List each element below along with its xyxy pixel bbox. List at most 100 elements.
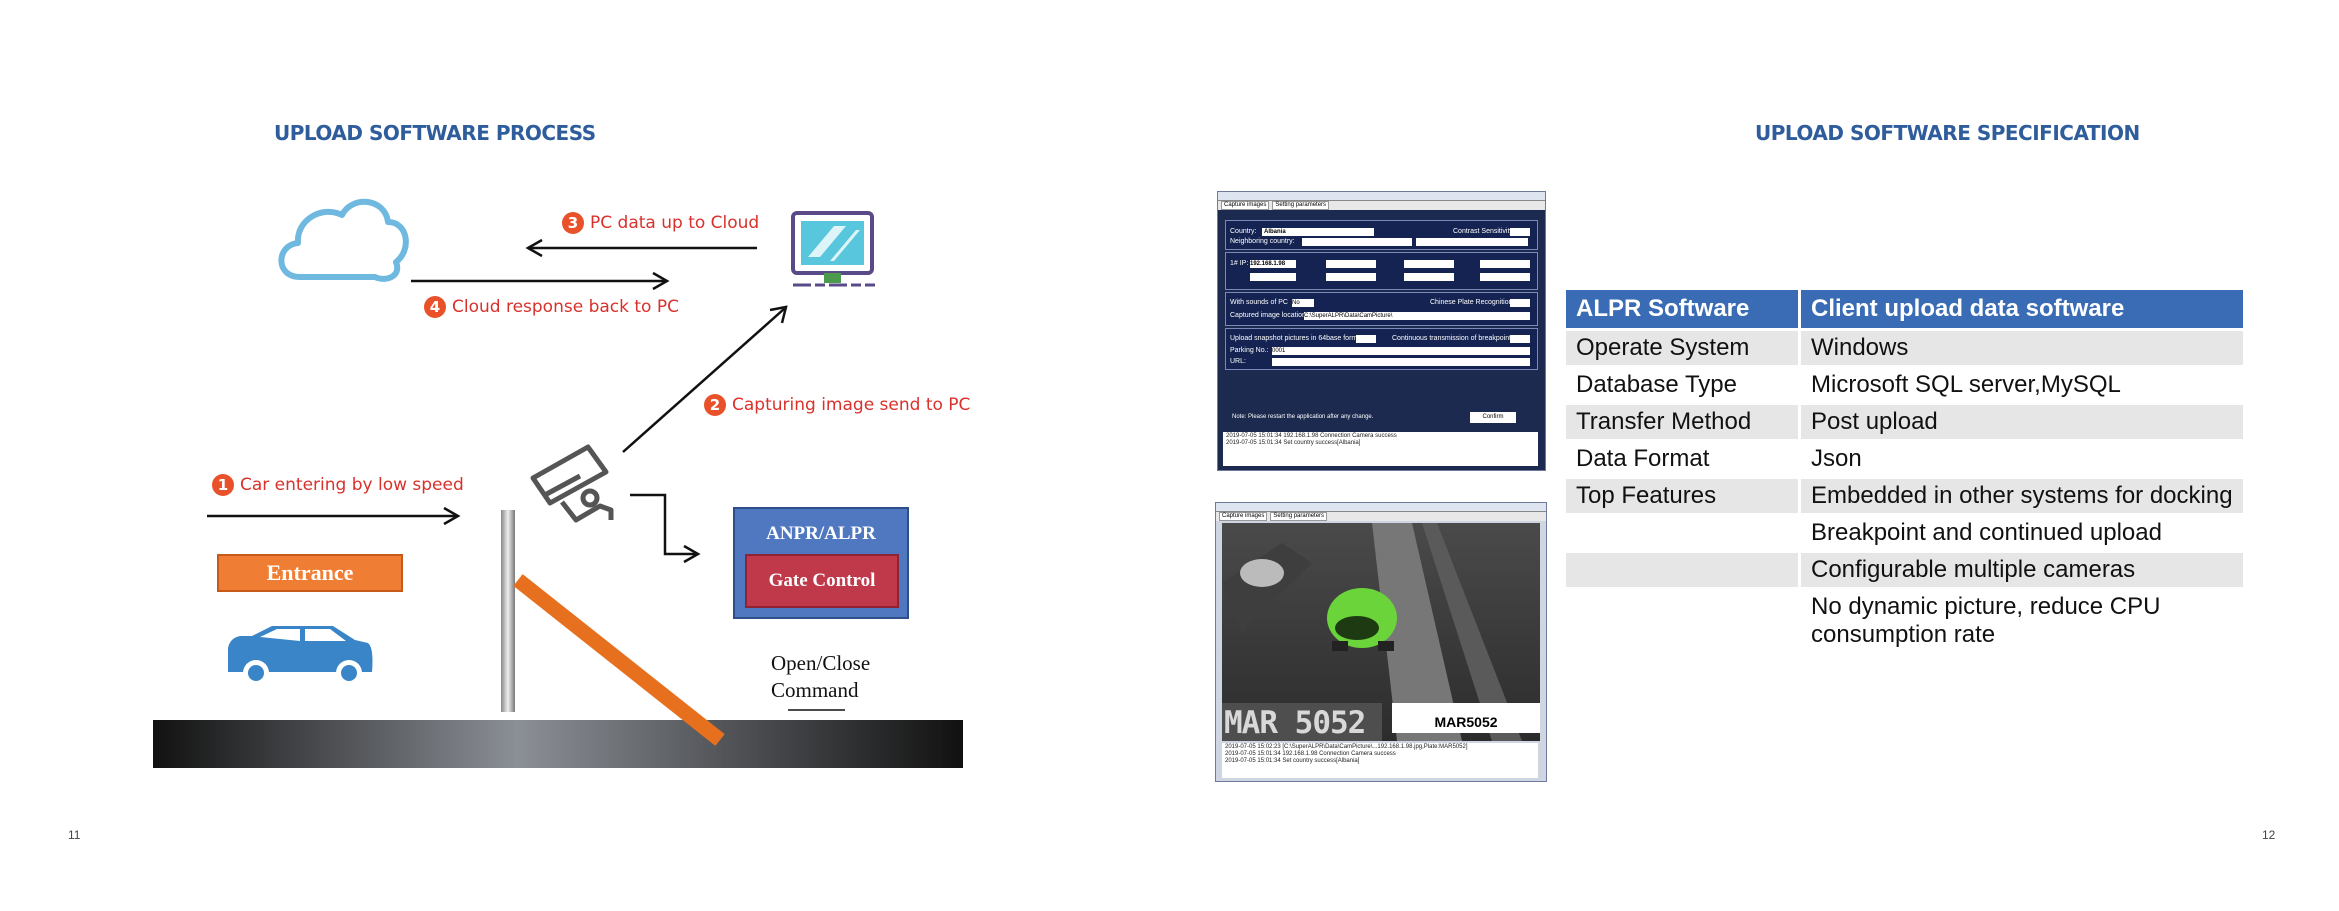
url-field[interactable] [1272,358,1530,366]
left-page-title: UPLOAD SOFTWARE PROCESS [274,121,596,145]
header-cell: Client upload data software [1798,290,2243,330]
url-label: URL: [1230,358,1246,365]
upload-64base-label: Upload snapshot pictures in 64base form [1230,335,1358,342]
row-label: Database Type [1576,371,1738,398]
page-number-right: 12 [2262,828,2276,842]
row-value: Configurable multiple cameras [1798,551,2243,589]
ip-field-7[interactable] [1404,273,1454,281]
entrance-sign: Entrance [217,554,403,592]
step-text: Cloud response back to PC [452,297,679,317]
plate-image-text: MAR 5052 [1224,705,1366,741]
general-panel [1225,292,1538,326]
barrier-arm [513,574,725,746]
ip-field-8[interactable] [1480,273,1530,281]
command-line-2: Command [771,678,859,702]
command-label: Open/Close Command [771,650,870,704]
chinese-plate-label: Chinese Plate Recognition [1430,299,1513,306]
sounds-label: With sounds of PC [1230,299,1288,306]
step-number: 1 [212,474,234,496]
row-label [1566,589,1800,654]
settings-screenshot: Capture images Setting parameters Countr… [1217,191,1546,471]
upload-process-diagram [153,198,963,768]
table-row: Database Type Microsoft SQL server,MySQL [1566,366,2243,404]
upload-64base-select[interactable] [1356,335,1376,343]
captured-location-field[interactable]: C:\SuperALPR\Data\CamPicture\ [1304,312,1530,320]
spec-table: ALPR Software Client upload data softwar… [1566,290,2243,655]
road [153,720,963,768]
step-text: Car entering by low speed [240,475,464,495]
continuous-transmission-select[interactable] [1510,335,1530,343]
table-row: Data Format Json [1566,440,2243,478]
ip-label: 1# IP: [1230,260,1249,267]
row-value: Post upload [1798,403,2243,441]
window-titlebar [1216,503,1546,512]
log-line: 2019-07-05 15:01:34 Set country success[… [1226,440,1361,446]
row-value: No dynamic picture, reduce CPU consumpti… [1798,588,2243,654]
row-value: Embedded in other systems for docking [1798,477,2243,515]
log-line: 2019-07-05 15:01:34 192.168.1.98 Connect… [1226,433,1397,439]
step-3-label: 3 PC data up to Cloud [562,212,759,234]
tab-bar: Capture images Setting parameters [1216,512,1546,521]
ip-field-3[interactable] [1404,260,1454,268]
contrast-select[interactable] [1510,228,1530,236]
security-camera-icon [530,444,614,523]
row-label [1566,515,1800,552]
capture-image [1222,523,1540,741]
row-value: Breakpoint and continued upload [1798,514,2243,552]
anpr-label: ANPR/ALPR [766,523,876,544]
step-number: 3 [562,212,584,234]
capture-screenshot: Capture images Setting parameters MAR 50… [1215,502,1547,782]
step-1-label: 1 Car entering by low speed [212,474,464,496]
page-number-left: 11 [68,828,81,842]
continuous-transmission-label: Continuous transmission of breakpoint [1392,335,1512,342]
restart-note: Note: Please restart the application aft… [1232,414,1374,420]
computer-icon [791,211,875,287]
header-cell: ALPR Software [1566,290,1800,330]
table-row: Top Features Embedded in other systems f… [1566,477,2243,515]
table-row: Configurable multiple cameras [1566,551,2243,589]
neighboring-label: Neighboring country: [1230,238,1295,245]
ip-field-2[interactable] [1326,260,1376,268]
event-log: 2019-07-05 15:02:23 [C:\SuperALPR\Data\C… [1222,743,1538,778]
log-line: 2019-07-05 15:01:34 Set country success[… [1225,758,1360,764]
cloud-icon [278,198,409,282]
tab-capture[interactable]: Capture images [1219,512,1268,521]
table-row: Transfer Method Post upload [1566,403,2243,441]
step-4-label: 4 Cloud response back to PC [424,296,679,318]
sounds-select[interactable]: No [1292,299,1314,307]
parking-field[interactable]: 0001 [1272,347,1530,355]
row-label: Data Format [1576,445,1710,472]
log-line: 2019-07-05 15:01:34 192.168.1.98 Connect… [1225,751,1396,757]
table-header-row: ALPR Software Client upload data softwar… [1566,290,2243,330]
window-titlebar [1218,192,1545,201]
step-text: Capturing image send to PC [732,395,971,415]
chinese-plate-select[interactable] [1510,299,1530,307]
ip-field-5[interactable] [1250,273,1296,281]
car-icon [228,626,373,686]
contrast-label: Contrast Sensitivity [1453,228,1513,235]
log-line: 2019-07-05 15:02:23 [C:\SuperALPR\Data\C… [1225,744,1468,750]
neighboring-select-1[interactable] [1302,238,1412,246]
step-text: PC data up to Cloud [590,213,760,233]
captured-location-label: Captured image location: [1230,312,1308,319]
ip-field-6[interactable] [1326,273,1376,281]
confirm-button[interactable]: Confirm [1470,412,1516,423]
row-label [1566,551,1800,589]
tab-settings[interactable]: Setting parameters [1270,512,1328,521]
right-page-title: UPLOAD SOFTWARE SPECIFICATION [1755,121,2140,145]
neighboring-select-2[interactable] [1416,238,1528,246]
tab-bar: Capture images Setting parameters [1218,201,1545,210]
ip-field-4[interactable] [1480,260,1530,268]
camera-ip-panel [1225,252,1538,290]
country-select[interactable]: Albania [1262,228,1374,236]
row-value: Microsoft SQL server,MySQL [1798,366,2243,404]
tab-capture[interactable]: Capture images [1221,201,1270,210]
barrier-post [501,510,515,712]
step-number: 2 [704,394,726,416]
table-row: Breakpoint and continued upload [1566,514,2243,552]
tab-settings[interactable]: Setting parameters [1272,201,1330,210]
ip-field[interactable]: 192.168.1.98 [1250,260,1296,268]
row-label: Operate System [1566,329,1800,367]
step-number: 4 [424,296,446,318]
table-row: No dynamic picture, reduce CPU consumpti… [1566,588,2243,654]
